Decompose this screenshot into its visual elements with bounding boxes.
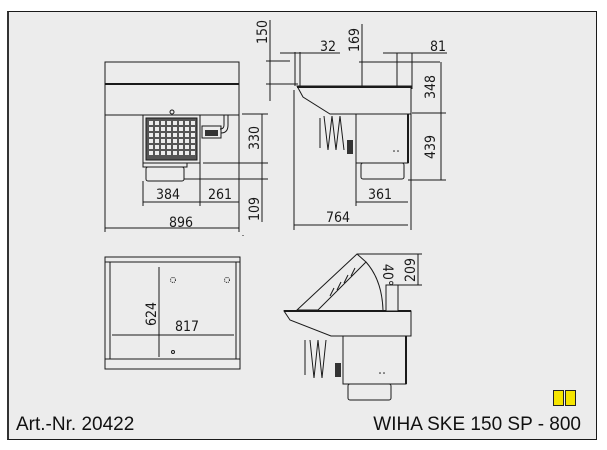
dim-lid-angle: 40° bbox=[379, 264, 395, 286]
dim-top-width: 817 bbox=[175, 319, 199, 335]
dim-side-total-depth: 764 bbox=[326, 210, 350, 226]
dim-front-right: 261 bbox=[208, 187, 232, 203]
dim-lid-rise: 209 bbox=[403, 258, 419, 282]
dim-side-front-lip: 32 bbox=[320, 39, 336, 55]
dim-front-left: 384 bbox=[156, 187, 180, 203]
dim-side-lower-height: 439 bbox=[423, 135, 439, 159]
side-open-view bbox=[283, 253, 422, 401]
dim-side-rear-offset: 81 bbox=[430, 39, 446, 55]
front-view bbox=[104, 61, 268, 236]
top-view bbox=[104, 256, 241, 370]
dim-front-width: 896 bbox=[169, 215, 193, 231]
dim-side-top-gap: 150 bbox=[255, 20, 271, 44]
dim-front-tray-height: 109 bbox=[247, 197, 263, 221]
article-number: Art.-Nr. 20422 bbox=[16, 414, 135, 435]
dim-side-unit-depth: 361 bbox=[368, 187, 392, 203]
dim-front-unit-height: 330 bbox=[247, 126, 263, 150]
dim-side-depth-to-unit: 169 bbox=[347, 28, 363, 52]
dim-side-upper-height: 348 bbox=[423, 75, 439, 99]
dim-top-depth: 624 bbox=[144, 302, 160, 326]
side-view bbox=[266, 20, 447, 230]
model-name: WIHA SKE 150 SP - 800 bbox=[373, 414, 581, 435]
double-door-icon bbox=[553, 390, 576, 406]
